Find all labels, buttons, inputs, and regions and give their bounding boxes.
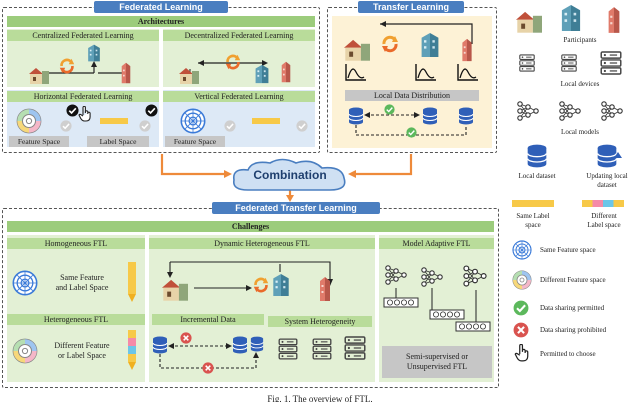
hand-pointer-legend-icon — [514, 344, 529, 362]
different-feature-space-icon — [12, 338, 38, 364]
ftl-title: Federated Transfer Learning — [212, 202, 380, 214]
system-het-label: System Heterogeneity — [268, 316, 372, 327]
check-grey-icon — [224, 120, 236, 132]
legend-diff-feature: Different Feature space — [540, 276, 606, 284]
transfer-learning-title: Transfer Learning — [358, 1, 464, 13]
legend-local-models: Local models — [561, 128, 599, 136]
diff-feature-line2: or Label Space — [58, 351, 106, 360]
yellow-label-bar — [100, 118, 128, 124]
homogeneous-label: Homogeneous FTL — [7, 238, 145, 249]
dynamic-label: Dynamic Heterogeneous FTL — [149, 238, 375, 249]
check-grey-icon — [296, 120, 308, 132]
architectures-label: Architectures — [7, 16, 315, 27]
same-label-pencil-icon — [128, 262, 136, 302]
federated-learning-title: Federated Learning — [94, 1, 228, 13]
legend-same-label-line2: space — [525, 221, 541, 229]
participants-icons — [516, 5, 620, 33]
feature-space-label-vertical: Feature Space — [165, 136, 225, 147]
dynamic-panel — [149, 235, 375, 382]
diff-feature-line1: Different Feature — [54, 341, 110, 350]
same-label-bar-icon — [512, 200, 554, 207]
distribution-curves — [345, 63, 479, 81]
legend-updating-line2: dataset — [597, 181, 617, 189]
challenges-label: Challenges — [7, 221, 494, 232]
check-black-icon — [145, 104, 158, 117]
same-feature-wheel-icon — [16, 108, 42, 134]
check-icon — [513, 300, 529, 316]
legend-same-feature: Same Feature space — [540, 246, 596, 254]
local-distribution-label: Local Data Distribution — [345, 90, 479, 101]
combination-cloud — [232, 158, 346, 191]
local-models-icons — [517, 101, 623, 121]
horizontal-label: Horizontal Federated Learning — [7, 91, 159, 102]
same-feature-line1: Same Feature — [60, 273, 104, 282]
vertical-label: Vertical Federated Learning — [163, 91, 315, 102]
transfer-panel — [332, 16, 492, 148]
yellow-label-bar — [252, 118, 280, 124]
legend-diff-label-line1: Different — [591, 212, 617, 220]
semi-line2: Unsupervised FTL — [406, 362, 468, 371]
incremental-label: Incremental Data — [152, 314, 264, 325]
incremental-diagram — [152, 332, 264, 374]
centralized-diagram — [29, 44, 131, 84]
dynamic-participants — [162, 261, 333, 301]
legend-permitted-choose: Permitted to choose — [540, 350, 596, 358]
legend-same-label-line1: Same Label — [516, 212, 550, 220]
legend-updating-line1: Updating local — [586, 172, 628, 180]
transfer-participants — [344, 21, 473, 62]
feature-space-label-horizontal: Feature Space — [9, 136, 69, 147]
legend-local-devices: Local devices — [560, 80, 600, 88]
semi-line1: Semi-supervised or — [406, 352, 468, 361]
same-feature-line2: and Label Space — [55, 283, 109, 292]
transfer-sharing-diagram — [348, 104, 474, 138]
centralized-label: Centralized Federated Learning — [7, 30, 159, 41]
combination-arrows — [160, 154, 413, 202]
legend-sharing-prohibited: Data sharing prohibited — [540, 326, 607, 334]
different-label-pencil-icon — [128, 330, 136, 370]
system-het-devices — [278, 336, 366, 360]
decentralized-diagram — [179, 53, 291, 84]
different-label-bar-icon — [582, 200, 624, 207]
combination-label: Combination — [253, 168, 327, 182]
model-adaptive-label: Model Adaptive FTL — [379, 238, 494, 249]
legend-sharing-permitted: Data sharing permitted — [540, 304, 605, 312]
same-feature-legend-icon — [512, 240, 532, 260]
model-adaptive-diagram — [383, 265, 491, 332]
check-grey-icon — [60, 120, 72, 132]
cross-icon — [513, 322, 529, 338]
label-space-label: Label Space — [87, 136, 149, 147]
different-feature-legend-icon — [512, 270, 532, 290]
figure-caption: Fig. 1. The overview of FTL. — [267, 394, 373, 402]
local-devices-icons — [519, 51, 622, 75]
legend-participants: Participants — [563, 36, 597, 44]
local-dataset-icon — [526, 144, 548, 168]
check-grey-icon — [139, 120, 151, 132]
updating-dataset-icon — [596, 144, 622, 168]
same-feature-space-icon — [12, 270, 38, 296]
legend-local-dataset: Local dataset — [518, 172, 556, 180]
heterogeneous-label: Heterogeneous FTL — [7, 314, 145, 325]
semi-supervised-panel — [382, 346, 492, 378]
hand-pointer-icon — [78, 106, 91, 122]
feature-wheel-icon — [180, 108, 206, 134]
decentralized-label: Decentralized Federated Learning — [163, 30, 315, 41]
legend-diff-label-line2: Label space — [587, 221, 621, 229]
